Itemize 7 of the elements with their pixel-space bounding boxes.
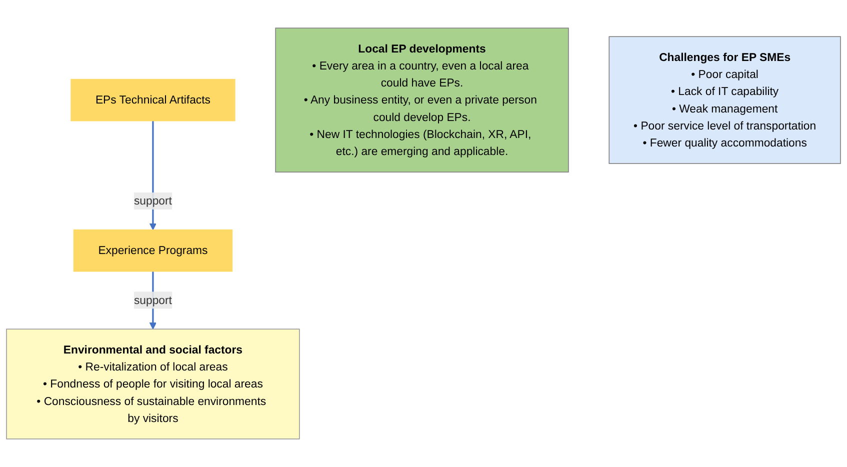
node-box: Experience Programs xyxy=(73,229,233,272)
node-box: Local EP developments • Every area in a country, even a local area could have EPs. • Any business entity, or even a private person could develop EPs. • New IT technologies (Blockchain, XR, API, etc.) are emerging and applicable. xyxy=(275,28,569,172)
node-box: Environmental and social factors • Re-vitalization of local areas • Fondness of people for visiting local areas • Consciousness of sustainable environments by visitors xyxy=(6,328,300,440)
edge-label: support xyxy=(134,194,172,208)
node-box: EPs Technical Artifacts xyxy=(70,78,236,122)
edge-label: support xyxy=(134,293,172,306)
node-box: Challenges for EP SMEs • Poor capital • Lack of IT capability • Weak management • Poor service level of transportation • Fewer quality accommodations xyxy=(608,36,841,164)
